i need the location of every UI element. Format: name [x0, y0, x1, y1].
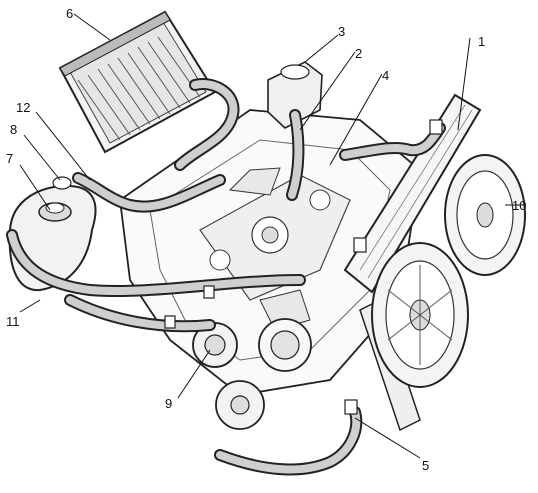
coolant-hoses [6, 78, 446, 476]
water-pump [192, 318, 312, 430]
callout-6: 6 [66, 6, 73, 21]
callout-3: 3 [338, 24, 345, 39]
callout-2: 2 [355, 46, 362, 61]
callout-11: 11 [6, 314, 20, 329]
callout-9: 9 [165, 396, 172, 411]
callout-7: 7 [6, 151, 13, 166]
radiator-fan [371, 154, 526, 388]
heater-core [58, 10, 217, 154]
leader-lines [19, 13, 525, 459]
callout-12: 12 [16, 100, 30, 115]
hose-clamps [164, 119, 443, 415]
thermostat-housing [267, 61, 323, 129]
callout-5: 5 [422, 458, 429, 473]
callout-1: 1 [478, 34, 485, 49]
callout-8: 8 [10, 122, 17, 137]
callout-4: 4 [382, 68, 389, 83]
callout-10: 10 [512, 198, 526, 213]
